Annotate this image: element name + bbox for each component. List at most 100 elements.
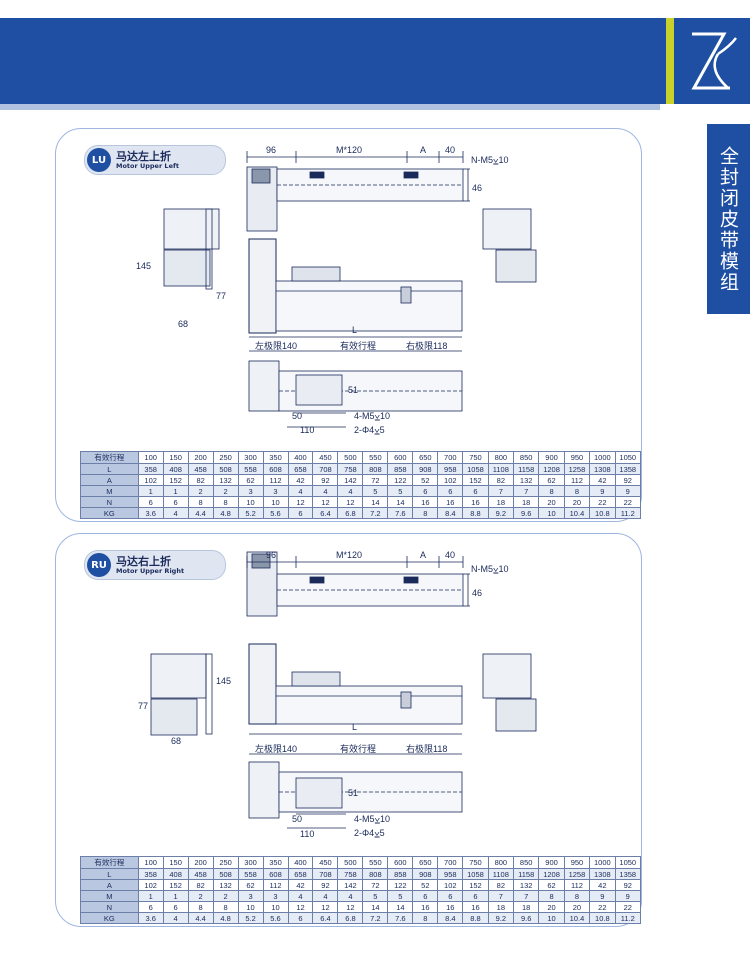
spec-cell: 1208 bbox=[538, 463, 565, 475]
spec-cell: 20 bbox=[563, 496, 591, 508]
spec-stroke-cell: 350 bbox=[262, 856, 289, 869]
spec-header-label: 有效行程 bbox=[80, 451, 139, 464]
spec-stroke-cell: 550 bbox=[362, 856, 389, 869]
spec-cell: 82 bbox=[487, 879, 515, 891]
spec-cell: 2 bbox=[187, 485, 214, 497]
spec-cell: 6.8 bbox=[337, 507, 364, 519]
spec-cell: 508 bbox=[212, 868, 239, 880]
spec-stroke-cell: 150 bbox=[162, 856, 189, 869]
spec-stroke-cell: 650 bbox=[412, 856, 439, 869]
spec-cell: 2 bbox=[212, 890, 239, 902]
dim-145: 145 bbox=[136, 261, 151, 271]
spec-cell: 1 bbox=[137, 485, 164, 497]
spec-cell: 152 bbox=[162, 474, 189, 486]
spec-cell: 3.6 bbox=[137, 507, 164, 519]
spec-row-label: A bbox=[80, 474, 139, 486]
spec-header-label: 有效行程 bbox=[80, 856, 139, 869]
spec-cell: 112 bbox=[262, 474, 289, 486]
spec-cell: 708 bbox=[312, 463, 339, 475]
spec-cell: 82 bbox=[187, 474, 214, 486]
spec-cell: 10 bbox=[262, 496, 289, 508]
spec-cell: 9 bbox=[614, 890, 642, 902]
spec-cell: 14 bbox=[387, 901, 414, 913]
spec-stroke-cell: 450 bbox=[312, 451, 339, 464]
dim-77: 77 bbox=[138, 701, 148, 711]
spec-cell: 7 bbox=[487, 485, 515, 497]
spec-stroke-cell: 500 bbox=[337, 451, 364, 464]
spec-cell: 10 bbox=[538, 507, 565, 519]
spec-cell: 8.4 bbox=[437, 507, 464, 519]
spec-stroke-cell: 800 bbox=[487, 451, 515, 464]
dim-l: L bbox=[352, 722, 357, 732]
spec-cell: 12 bbox=[287, 496, 314, 508]
logo-accent-bar bbox=[666, 18, 674, 104]
spec-cell: 458 bbox=[187, 463, 214, 475]
dim-left-limit: 左极限140 bbox=[255, 340, 297, 351]
dim-m120: M*120 bbox=[336, 550, 362, 560]
dim-46: 46 bbox=[472, 183, 482, 193]
badge-title-en: Motor Upper Left bbox=[116, 162, 179, 170]
spec-stroke-cell: 300 bbox=[237, 451, 264, 464]
spec-cell: 132 bbox=[212, 879, 239, 891]
spec-cell: 22 bbox=[589, 901, 616, 913]
spec-cell: 112 bbox=[563, 474, 591, 486]
spec-stroke-cell: 1000 bbox=[589, 451, 616, 464]
dim-phi4: 2-Φ4⩣5 bbox=[354, 828, 385, 838]
spec-cell: 10 bbox=[262, 901, 289, 913]
spec-cell: 2 bbox=[212, 485, 239, 497]
spec-cell: 52 bbox=[412, 474, 439, 486]
header-bar bbox=[0, 18, 660, 104]
badge-code: RU bbox=[87, 553, 111, 577]
header-strip bbox=[0, 104, 660, 110]
spec-cell: 758 bbox=[337, 463, 364, 475]
spec-cell: 7 bbox=[513, 890, 540, 902]
spec-cell: 858 bbox=[387, 868, 414, 880]
spec-cell: 4 bbox=[337, 485, 364, 497]
spec-cell: 132 bbox=[513, 879, 540, 891]
panel-badge: LU 马达左上折 Motor Upper Left bbox=[84, 145, 226, 175]
spec-stroke-cell: 950 bbox=[563, 451, 591, 464]
spec-cell: 5 bbox=[387, 485, 414, 497]
spec-cell: 1 bbox=[137, 890, 164, 902]
spec-cell: 7.2 bbox=[362, 912, 389, 924]
dim-51: 51 bbox=[348, 385, 358, 395]
spec-stroke-cell: 550 bbox=[362, 451, 389, 464]
badge-title-en: Motor Upper Right bbox=[116, 567, 185, 575]
spec-cell: 92 bbox=[614, 474, 642, 486]
spec-stroke-cell: 450 bbox=[312, 856, 339, 869]
spec-cell: 152 bbox=[462, 474, 489, 486]
spec-cell: 1108 bbox=[487, 463, 515, 475]
dim-50: 50 bbox=[292, 814, 302, 824]
spec-cell: 8 bbox=[187, 901, 214, 913]
spec-cell: 20 bbox=[538, 496, 565, 508]
spec-cell: 132 bbox=[212, 474, 239, 486]
spec-cell: 408 bbox=[162, 868, 189, 880]
spec-cell: 6 bbox=[462, 890, 489, 902]
spec-cell: 558 bbox=[237, 463, 264, 475]
spec-stroke-cell: 850 bbox=[513, 451, 540, 464]
dim-40: 40 bbox=[445, 550, 455, 560]
spec-cell: 358 bbox=[137, 463, 164, 475]
spec-cell: 958 bbox=[437, 463, 464, 475]
dim-right-limit: 右极限118 bbox=[406, 743, 447, 754]
spec-cell: 6.4 bbox=[312, 912, 339, 924]
spec-stroke-cell: 350 bbox=[262, 451, 289, 464]
spec-cell: 12 bbox=[312, 496, 339, 508]
spec-cell: 9.6 bbox=[513, 507, 540, 519]
spec-row-label: M bbox=[80, 890, 139, 902]
spec-cell: 152 bbox=[162, 879, 189, 891]
spec-cell: 122 bbox=[387, 879, 414, 891]
spec-row-label: N bbox=[80, 901, 139, 913]
spec-cell: 7.2 bbox=[362, 507, 389, 519]
spec-cell: 72 bbox=[362, 474, 389, 486]
spec-cell: 758 bbox=[337, 868, 364, 880]
spec-cell: 122 bbox=[387, 474, 414, 486]
spec-cell: 92 bbox=[312, 474, 339, 486]
spec-cell: 4.8 bbox=[212, 507, 239, 519]
dim-right-limit: 右极限118 bbox=[406, 340, 447, 351]
dim-110: 110 bbox=[300, 829, 314, 839]
